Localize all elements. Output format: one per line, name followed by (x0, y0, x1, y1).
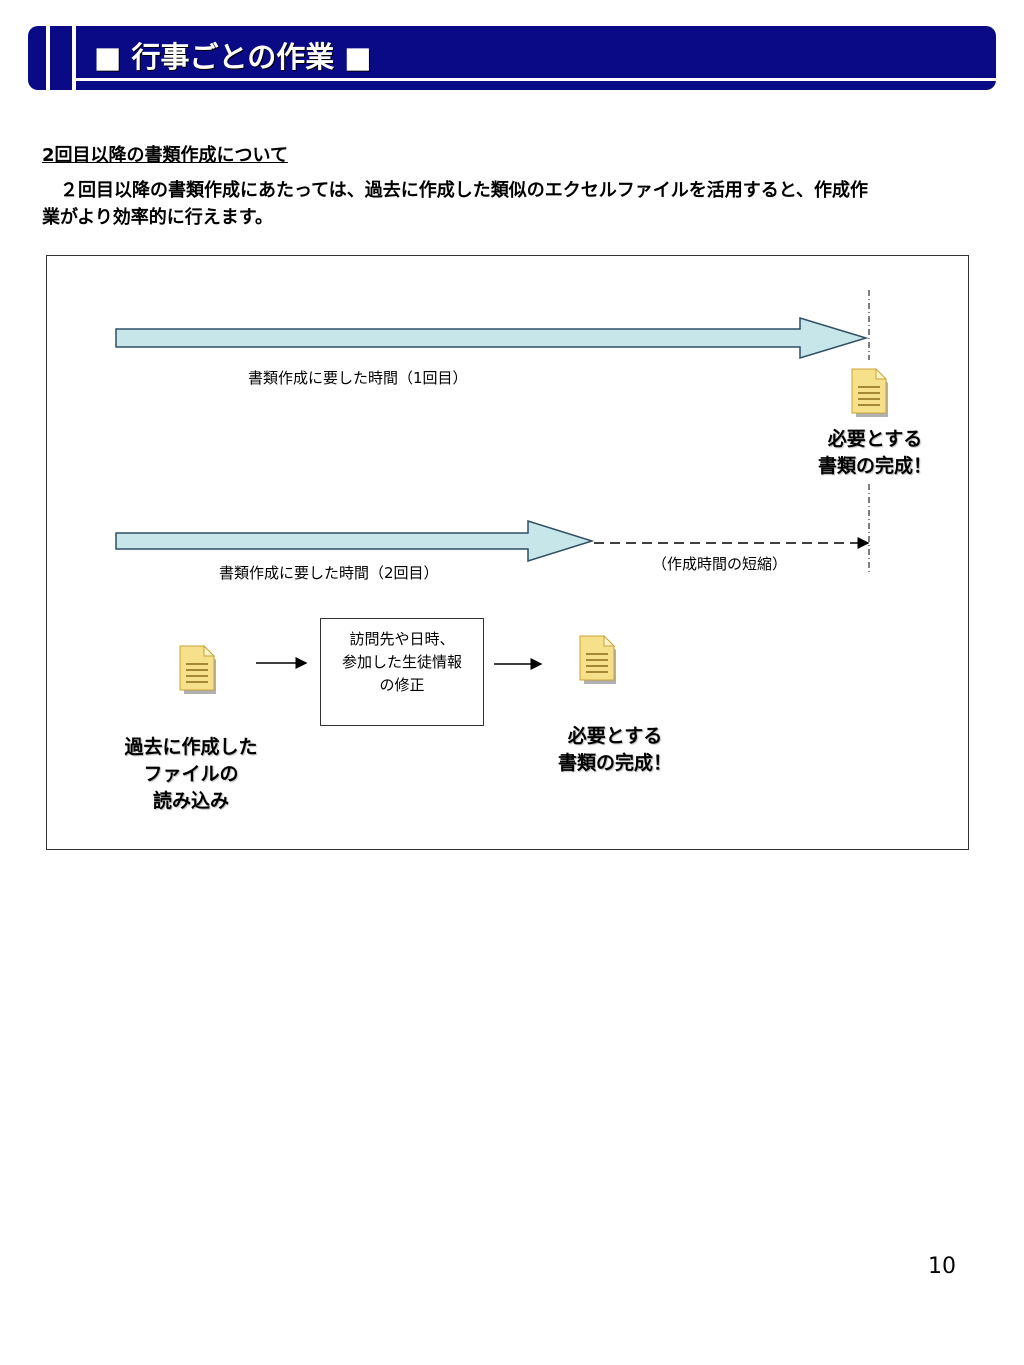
document-icon (851, 367, 888, 417)
diagram-arrows (115, 290, 870, 670)
banner-underline (76, 78, 996, 81)
second-time-arrow (115, 519, 595, 563)
shortened-time-label: （作成時間の短縮） (652, 555, 788, 573)
document-icon (179, 644, 216, 694)
completion-line: 書類の完成！ (817, 455, 932, 477)
completion-line: 書類の完成！ (557, 752, 672, 774)
edit-step-line: 訪問先や日時、 (349, 630, 455, 648)
banner-stripe (72, 26, 76, 90)
page-number: 10 (928, 1254, 956, 1279)
section-heading: 2回目以降の書類作成について (42, 145, 288, 166)
diagram-frame (46, 255, 969, 850)
first-time-arrow (115, 316, 869, 360)
past-file-line: 読み込み (152, 790, 229, 812)
edit-step-line: の修正 (379, 676, 425, 694)
edit-step-box: 訪問先や日時、 参加した生徒情報 の修正 (320, 618, 484, 726)
completion-label-top: 必要とする 書類の完成！ (790, 426, 960, 480)
completion-line: 必要とする (567, 725, 663, 747)
title-banner: ■ 行事ごとの作業 ■ (28, 26, 996, 90)
completion-label-bottom: 必要とする 書類の完成！ (530, 723, 700, 777)
document-icon (579, 634, 616, 684)
edit-step-line: 参加した生徒情報 (341, 653, 462, 671)
intro-text: ２回目以降の書類作成にあたっては、過去に作成した類似のエクセルファイルを活用する… (42, 180, 869, 228)
second-time-label: 書類作成に要した時間（2回目） (219, 564, 439, 582)
completion-line: 必要とする (827, 428, 923, 450)
past-file-line: ファイルの (143, 763, 239, 785)
past-file-label: 過去に作成した ファイルの 読み込み (106, 734, 276, 815)
past-file-line: 過去に作成した (124, 736, 258, 758)
banner-stripe (46, 26, 50, 90)
first-time-label: 書類作成に要した時間（1回目） (248, 369, 468, 387)
page-title: ■ 行事ごとの作業 ■ (94, 40, 372, 74)
